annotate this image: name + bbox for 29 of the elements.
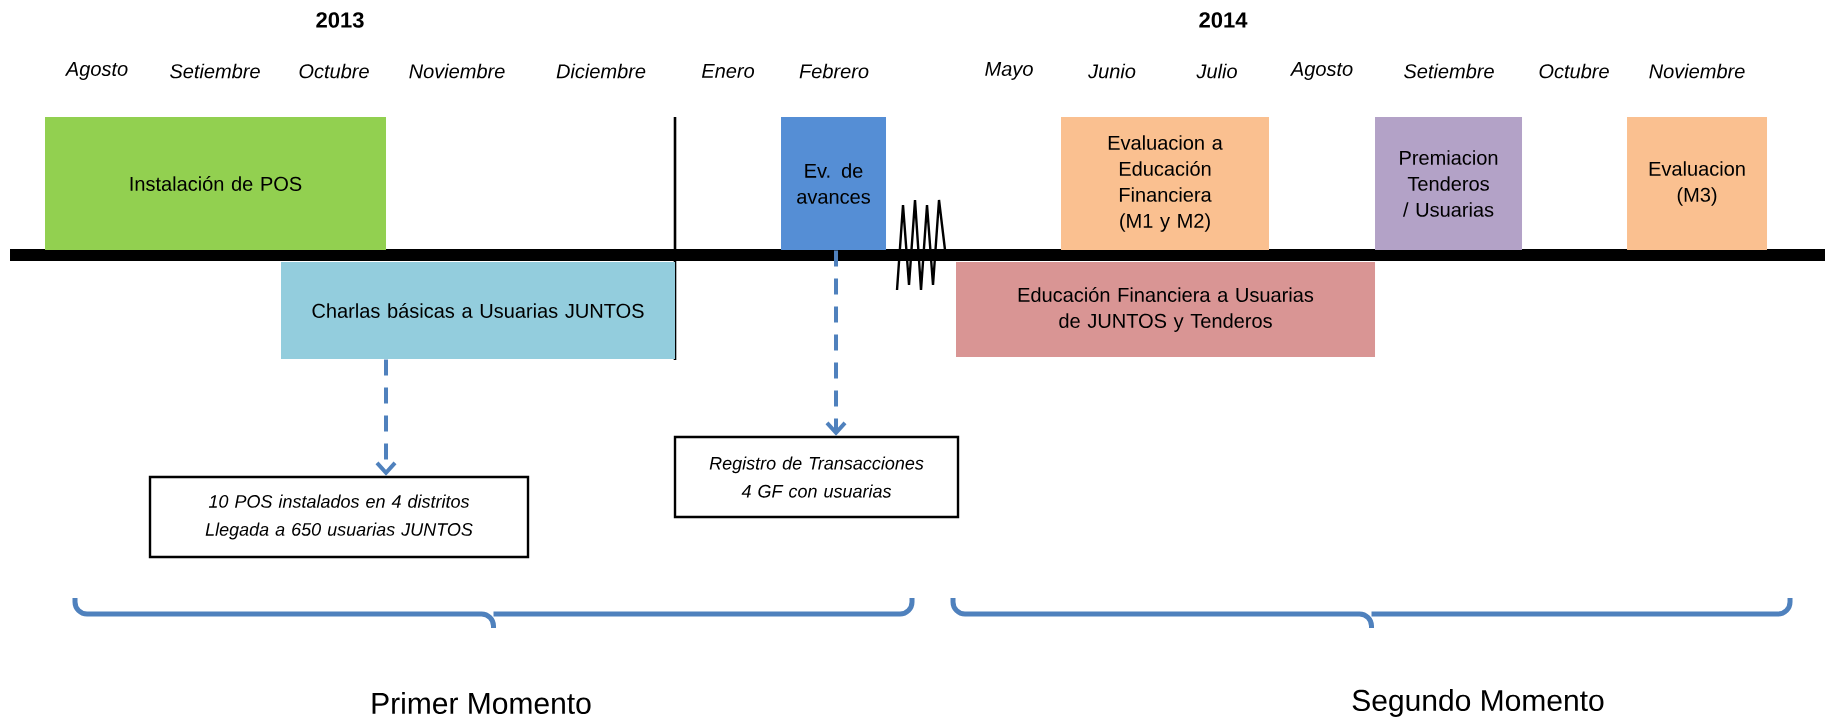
month-label: Julio bbox=[1196, 63, 1237, 79]
month-label: Junio bbox=[1088, 63, 1136, 79]
month-label: Enero bbox=[701, 64, 755, 78]
activity-bar: Evaluacion a Educación Financiera (M1 y M2) bbox=[1061, 117, 1269, 250]
arrow bbox=[375, 359, 397, 476]
note-box: 10 POS instalados en 4 distritos Llegada a 650 usuarias JUNTOS bbox=[148, 475, 530, 559]
phase-label: Primer Momento bbox=[372, 692, 591, 714]
year-label: 2014 bbox=[1199, 12, 1248, 28]
activity-bar: Educación Financiera a Usuarias de JUNTOS y Tenderos bbox=[956, 262, 1375, 357]
activity-bar: Evaluacion (M3) bbox=[1627, 117, 1767, 250]
note-box: Registro de Transacciones 4 GF con usuarias bbox=[673, 435, 960, 519]
month-label: Agosto bbox=[64, 62, 128, 80]
month-label: Agosto bbox=[1289, 62, 1353, 80]
month-label: Noviembre bbox=[409, 63, 505, 79]
activity-bar: Instalación de POS bbox=[45, 117, 386, 250]
arrow bbox=[825, 250, 847, 436]
month-label: Octubre bbox=[1539, 63, 1609, 79]
year-label: 2013 bbox=[316, 12, 364, 28]
phase-label: Segundo Momento bbox=[1352, 689, 1604, 717]
month-label: Diciembre bbox=[556, 63, 646, 79]
month-label: Setiembre bbox=[170, 63, 260, 79]
month-label: Noviembre bbox=[1649, 63, 1745, 79]
activity-bar: Premiacion Tenderos / Usuarias bbox=[1375, 117, 1522, 250]
activity-bar: Ev. de avances bbox=[781, 117, 886, 250]
month-label: Mayo bbox=[985, 62, 1033, 80]
month-label: Febrero bbox=[799, 63, 869, 79]
month-label: Setiembre bbox=[1404, 63, 1494, 79]
month-label: Octubre bbox=[299, 63, 369, 79]
activity-bar: Charlas básicas a Usuarias JUNTOS bbox=[281, 262, 675, 359]
